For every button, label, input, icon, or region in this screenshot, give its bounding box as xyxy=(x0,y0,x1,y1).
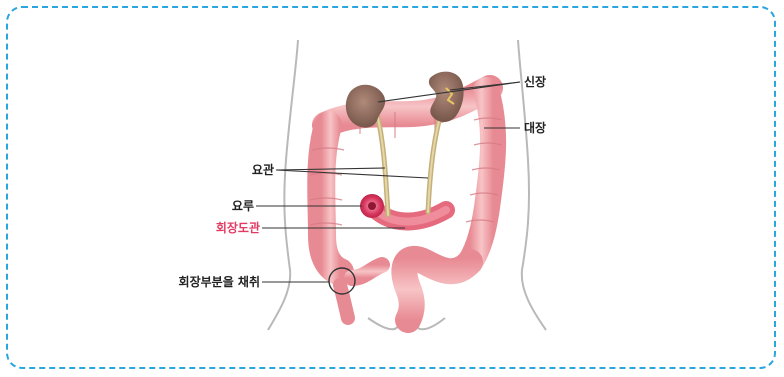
label-stoma: 요루 xyxy=(200,199,254,213)
sigmoid-colon xyxy=(404,259,470,320)
ileum-segment xyxy=(352,265,382,278)
pelvis-curve-left xyxy=(368,318,398,329)
label-ileum-harvest: 회장부분을 채취 xyxy=(140,275,260,289)
terminal-ileum xyxy=(340,285,348,318)
label-kidney: 신장 xyxy=(524,75,546,89)
large-intestine xyxy=(310,88,502,320)
body-outline-left xyxy=(268,40,298,330)
label-large-intestine: 대장 xyxy=(524,121,546,135)
label-ileal-conduit: 회장도관 xyxy=(180,221,260,235)
descending-colon xyxy=(470,90,493,262)
leader-ureter-right xyxy=(276,170,428,178)
label-ureter: 요관 xyxy=(222,163,274,177)
